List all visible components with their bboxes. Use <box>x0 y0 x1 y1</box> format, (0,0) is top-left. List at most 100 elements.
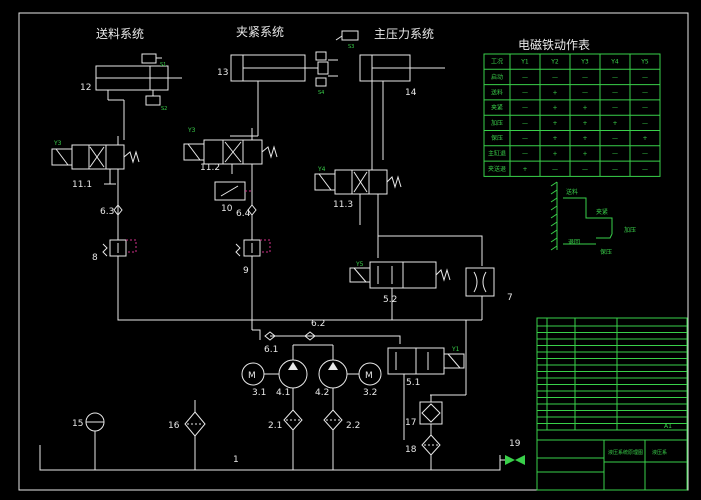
label-15: 15 <box>72 419 83 429</box>
clamp-system-title: 夹紧系统 <box>236 25 284 39</box>
table-cell: + <box>642 135 647 142</box>
throttle-valve-7 <box>465 267 495 320</box>
table-cell: — <box>612 89 618 96</box>
valve-11-2 <box>183 128 278 205</box>
cycle-feed: 送料 <box>566 188 578 196</box>
label-2-1: 2.1 <box>268 421 282 431</box>
table-cell: — <box>612 135 618 142</box>
label-11-1: 11.1 <box>72 180 92 190</box>
table-cell: + <box>582 120 587 127</box>
label-17: 17 <box>405 418 416 428</box>
label-19: 19 <box>509 439 521 449</box>
label-8: 8 <box>92 253 98 263</box>
motor-symbol-1: M <box>248 371 256 381</box>
label-5-1: 5.1 <box>406 378 420 388</box>
table-cell: — <box>522 120 528 127</box>
valve-11-3 <box>314 169 402 236</box>
level-gauge-15 <box>85 412 105 470</box>
table-cell: — <box>582 89 588 96</box>
label-6-1: 6.1 <box>264 345 278 355</box>
check-valve-6-2 <box>304 331 316 341</box>
valve-11-1 <box>51 136 140 215</box>
tag-y5: Y5 <box>355 261 364 268</box>
label-4-1: 4.1 <box>276 388 290 398</box>
relief-valve-8 <box>102 215 137 300</box>
label-18: 18 <box>405 445 417 455</box>
table-cell: 夹紧 <box>491 104 503 112</box>
label-3-2: 3.2 <box>363 388 377 398</box>
feed-cylinder <box>95 53 182 140</box>
table-header-cell: 工况 <box>491 59 503 66</box>
work-cycle-diagram <box>550 181 613 251</box>
tag-y3-clamp: Y3 <box>187 127 196 134</box>
table-cell: — <box>612 105 618 112</box>
pressure-switch-10 <box>214 181 252 201</box>
label-6-4: 6.4 <box>236 209 251 219</box>
label-9: 9 <box>243 266 249 276</box>
tag-s2: S2 <box>161 106 167 112</box>
check-valve-6-1 <box>264 331 276 341</box>
table-cell: — <box>522 135 528 142</box>
label-5-2: 5.2 <box>383 295 397 305</box>
feed-system-title: 送料系统 <box>96 26 144 41</box>
label-3-1: 3.1 <box>252 388 266 398</box>
valve-5-1 <box>387 347 465 440</box>
label-2-2: 2.2 <box>346 421 360 431</box>
label-11-3: 11.3 <box>333 200 353 210</box>
label-13: 13 <box>217 68 228 78</box>
table-cell: + <box>522 166 527 173</box>
table-cell: + <box>552 105 557 112</box>
label-11-2: 11.2 <box>200 163 220 173</box>
cycle-retract: 退回 <box>568 238 580 246</box>
label-7: 7 <box>507 293 513 303</box>
filter-2-2 <box>323 409 343 470</box>
drain-valve-19 <box>500 455 525 465</box>
table-cell: 主缸退 <box>488 149 506 157</box>
filter-18 <box>421 434 441 470</box>
main-cylinder <box>359 54 445 170</box>
table-cell: 保压 <box>491 134 503 142</box>
table-cell: 送料 <box>491 88 503 96</box>
title-block <box>536 317 688 491</box>
table-header-cell: Y5 <box>640 59 649 66</box>
table-cell: — <box>642 74 648 81</box>
table-cell: — <box>552 74 558 81</box>
main-pressure-system-title: 主压力系统 <box>374 27 434 41</box>
label-12: 12 <box>80 83 91 93</box>
cycle-press: 加压 <box>624 226 636 234</box>
tag-s1: S1 <box>160 62 166 68</box>
table-cell: — <box>612 150 618 157</box>
drawing-frame <box>18 12 689 491</box>
title-block-drawing-name: 液压系统原理图 <box>608 449 643 456</box>
table-cell: + <box>612 120 617 127</box>
table-cell: + <box>552 135 557 142</box>
title-block-part-no: 液压系 <box>652 449 667 456</box>
filter-2-1 <box>283 409 303 470</box>
label-6-3: 6.3 <box>100 207 114 217</box>
table-cell: — <box>522 89 528 96</box>
table-cell: 夹送退 <box>488 165 506 173</box>
label-10: 10 <box>221 204 233 214</box>
table-cell: — <box>612 74 618 81</box>
table-header-cell: Y2 <box>550 59 559 66</box>
motor-pump-right <box>318 345 382 410</box>
table-cell: — <box>522 74 528 81</box>
table-cell: — <box>582 74 588 81</box>
table-cell: — <box>642 166 648 173</box>
oil-tank-1 <box>39 445 501 471</box>
table-cell: — <box>522 150 528 157</box>
table-cell: — <box>612 166 618 173</box>
table-header-cell: Y1 <box>520 59 529 66</box>
label-1: 1 <box>233 455 239 465</box>
table-header-cell: Y3 <box>580 59 589 66</box>
motor-pump-left <box>241 345 308 410</box>
table-cell: — <box>642 89 648 96</box>
relief-valve-9 <box>235 215 271 330</box>
motor-symbol-2: M <box>365 371 373 381</box>
title-block-sheet-size: A1 <box>664 423 672 430</box>
label-16: 16 <box>168 421 180 431</box>
clamp-cylinder <box>230 30 359 137</box>
